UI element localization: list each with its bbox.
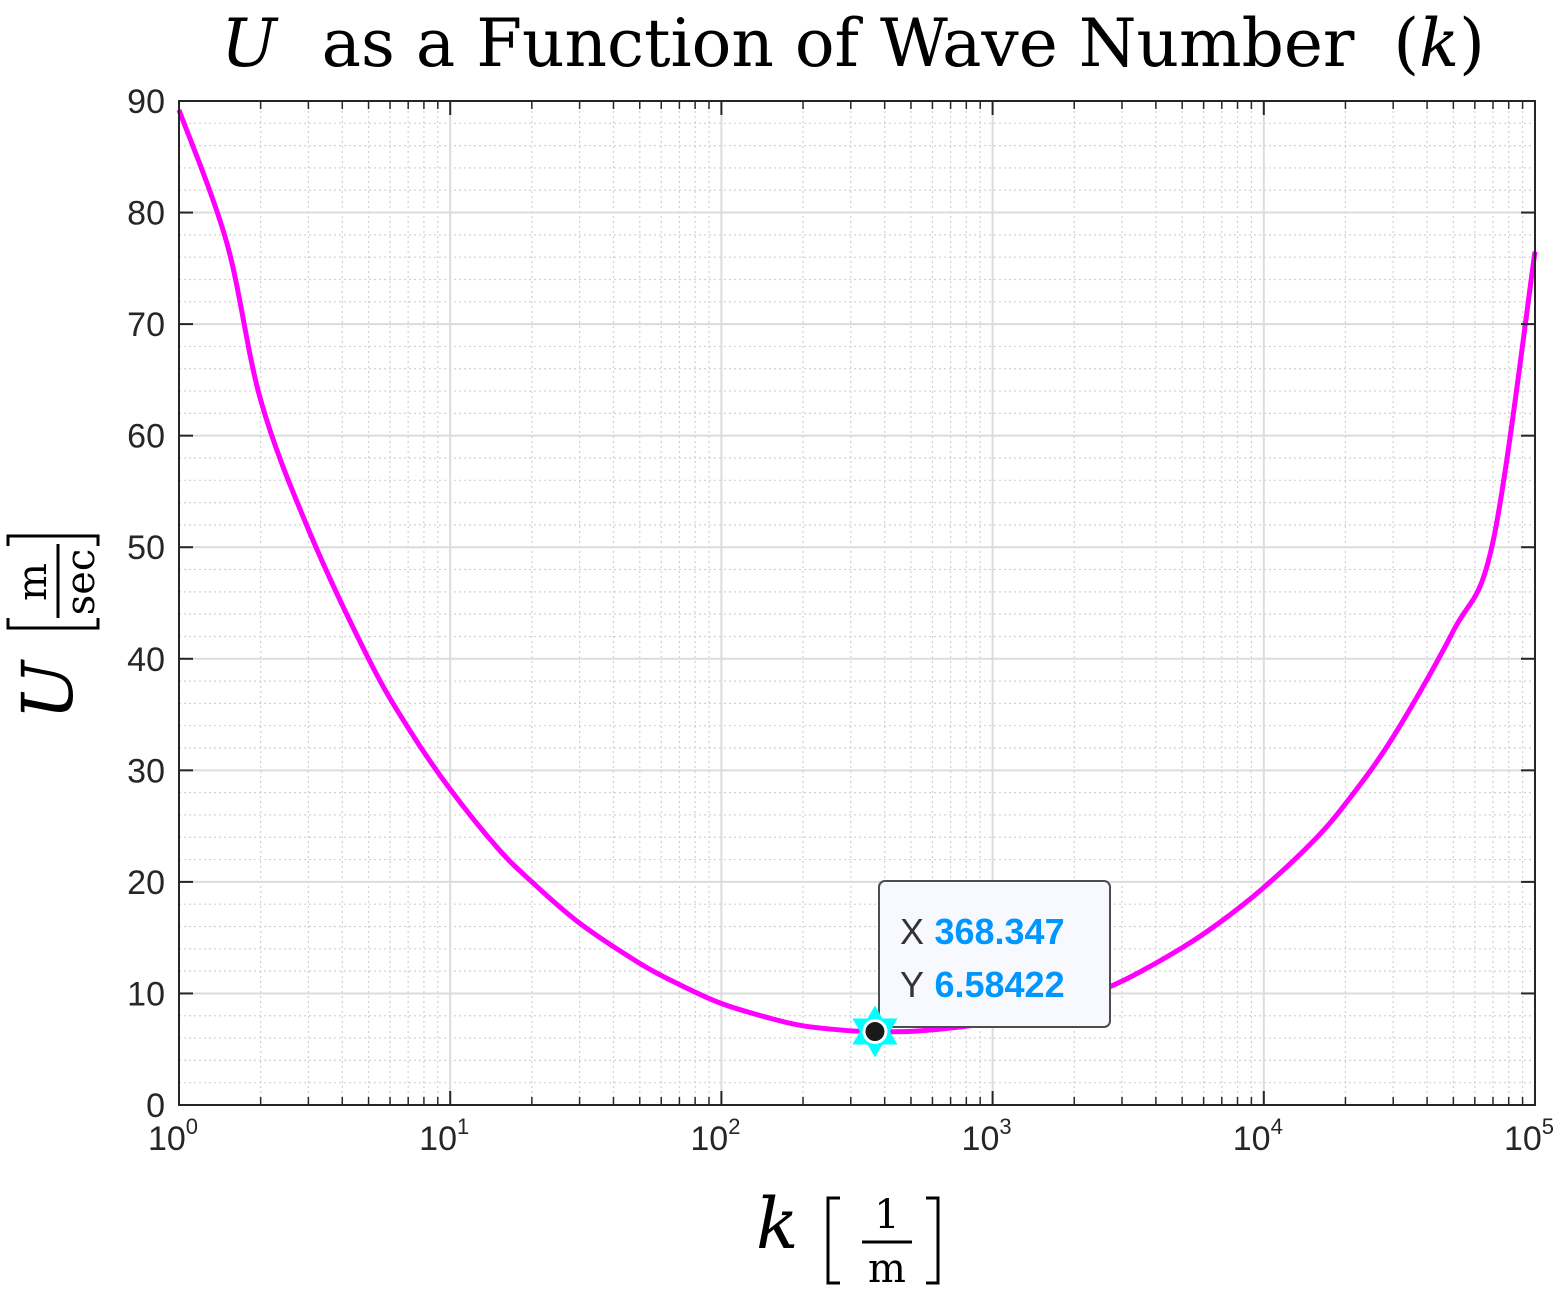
series-line: [176, 109, 1538, 1035]
y-axis-label: U m sec: [6, 534, 104, 720]
y-unit-denominator: sec: [58, 549, 104, 616]
y-tick-label: 10: [127, 975, 165, 1013]
x-unit-numerator: 1: [874, 1192, 899, 1238]
datatip-x-row: X 368.347: [900, 911, 1065, 952]
x-unit-bracket-right: [926, 1196, 940, 1285]
datatip-box: [878, 880, 1111, 1028]
y-tick-label: 0: [146, 1087, 165, 1125]
datatip-marker-layer: [852, 1005, 898, 1058]
y-unit-numerator: m: [10, 563, 56, 601]
x-tick-label: 100: [148, 1114, 198, 1158]
x-tick-label: 104: [1233, 1114, 1283, 1158]
datatip-y-row: Y 6.58422: [900, 964, 1065, 1005]
minor-grid: [179, 101, 1535, 1105]
x-axis-label: k 1 m: [756, 1183, 940, 1292]
x-unit-denominator: m: [868, 1246, 906, 1292]
y-tick-label: 40: [127, 641, 165, 679]
y-tick-label: 90: [127, 83, 165, 121]
y-tick-label: 80: [127, 195, 165, 233]
y-axis-var: U: [7, 659, 89, 720]
chart-title: U as a Function of Wave Number (k): [221, 5, 1485, 82]
y-tick-label: 50: [127, 529, 165, 567]
curve-layer: [176, 109, 1538, 1035]
x-tick-label: 105: [1504, 1114, 1554, 1158]
datatip[interactable]: X 368.347 Y 6.58422: [878, 880, 1111, 1028]
y-tick-label: 60: [127, 418, 165, 456]
y-unit-bracket-right: [6, 534, 100, 546]
datatip-point: [862, 1019, 888, 1045]
axes-box: [178, 100, 1536, 1106]
y-tick-labels: 0 10 20 30 40 50 60 70 80 90: [127, 83, 165, 1125]
y-tick-label: 30: [127, 752, 165, 790]
x-axis-var: k: [756, 1183, 798, 1265]
x-unit-bracket-left: [826, 1196, 840, 1285]
y-tick-label: 70: [127, 306, 165, 344]
x-tick-labels: 100 101 102 103 104 105: [148, 1114, 1554, 1158]
major-grid: [178, 100, 1536, 1106]
x-tick-label: 103: [962, 1114, 1012, 1158]
x-tick-label: 101: [419, 1114, 469, 1158]
tick-marks: [178, 100, 1536, 1106]
y-tick-label: 20: [127, 864, 165, 902]
x-tick-label: 102: [690, 1114, 740, 1158]
y-unit-bracket-left: [6, 618, 100, 630]
